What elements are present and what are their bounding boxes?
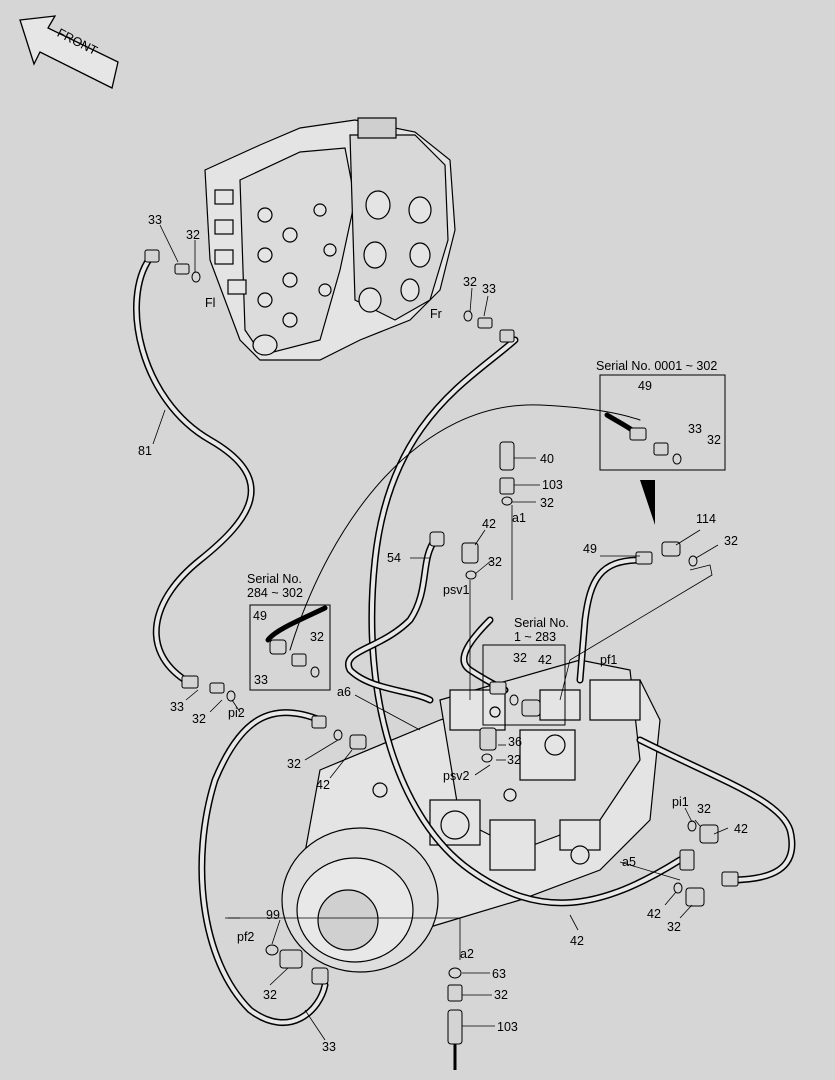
port-pf2-label: pf2 <box>237 930 254 944</box>
part-label: 49 <box>583 542 597 556</box>
part-label: 32 <box>192 712 206 726</box>
part-label: 42 <box>482 517 496 531</box>
fittings <box>144 249 739 1070</box>
serial-box-0001-302-part-32: 32 <box>707 433 721 447</box>
port-a5-label: a5 <box>622 855 636 869</box>
part-label: 103 <box>542 478 563 492</box>
part-label: 32 <box>463 275 477 289</box>
part-label: 54 <box>387 551 401 565</box>
serial-box-1-283-title-1: Serial No. <box>514 616 569 630</box>
serial-box-0001-302-part-49: 49 <box>638 379 652 393</box>
part-label: 32 <box>540 496 554 510</box>
port-a6-label: a6 <box>337 685 351 699</box>
leader-lines <box>152 224 729 1041</box>
part-label: 33 <box>322 1040 336 1054</box>
serial-box-284-302-title-1: Serial No. <box>247 572 302 586</box>
part-label: 32 <box>488 555 502 569</box>
serial-box-284-302-part-32: 32 <box>310 630 324 644</box>
port-fr-label: Fr <box>430 307 442 321</box>
port-pi1-label: pi1 <box>672 795 689 809</box>
part-label: 32 <box>697 802 711 816</box>
serial-box-0001-302-part-33: 33 <box>688 422 702 436</box>
serial-box-284-302-title-2: 284 ~ 302 <box>247 586 303 600</box>
port-psv2-label: psv2 <box>443 769 469 783</box>
port-psv1-label: psv1 <box>443 583 469 597</box>
part-labels: 33 32 32 33 81 40 103 32 42 54 32 114 49… <box>138 213 748 1054</box>
part-label: 32 <box>667 920 681 934</box>
part-label: 32 <box>507 753 521 767</box>
part-label: 99 <box>266 908 280 922</box>
serial-box-284-302-part-33: 33 <box>254 673 268 687</box>
serial-box-1-283-title-2: 1 ~ 283 <box>514 630 556 644</box>
hoses <box>133 254 796 1026</box>
port-a1-label: a1 <box>512 511 526 525</box>
part-label: 33 <box>170 700 184 714</box>
part-label: 40 <box>540 452 554 466</box>
main-control-valve <box>204 117 456 361</box>
port-a2-label: a2 <box>460 947 474 961</box>
part-label: 33 <box>148 213 162 227</box>
part-label: 114 <box>696 512 716 526</box>
part-label: 81 <box>138 444 152 458</box>
port-fl-label: Fl <box>205 296 215 310</box>
part-label: 32 <box>186 228 200 242</box>
serial-box-284-302-part-49: 49 <box>253 609 267 623</box>
port-labels: Fl Fr pi1 pi2 pf1 pf2 psv1 psv2 a1 a2 a5… <box>205 296 689 961</box>
serial-box-1-283-part-32: 32 <box>513 651 527 665</box>
part-label: 42 <box>734 822 748 836</box>
part-label: 42 <box>316 778 330 792</box>
part-label: 36 <box>508 735 522 749</box>
main-pump <box>281 659 661 973</box>
part-label: 63 <box>492 967 506 981</box>
part-label: 32 <box>494 988 508 1002</box>
part-label: 32 <box>287 757 301 771</box>
part-label: 33 <box>482 282 496 296</box>
part-label: 42 <box>570 934 584 948</box>
serial-box-284-302: Serial No. 284 ~ 302 49 32 33 <box>247 572 331 691</box>
front-arrow-icon: FRONT <box>19 15 119 89</box>
part-label: 32 <box>263 988 277 1002</box>
serial-box-1-283: Serial No. 1 ~ 283 32 42 <box>482 616 569 726</box>
part-label: 103 <box>497 1020 518 1034</box>
serial-box-0001-302: Serial No. 0001 ~ 302 49 33 32 <box>596 359 726 525</box>
port-pi2-label: pi2 <box>228 706 245 720</box>
part-label: 42 <box>647 907 661 921</box>
serial-box-0001-302-title: Serial No. 0001 ~ 302 <box>596 359 717 373</box>
serial-box-1-283-part-42: 42 <box>538 653 552 667</box>
port-pf1-label: pf1 <box>600 653 617 667</box>
part-label: 32 <box>724 534 738 548</box>
